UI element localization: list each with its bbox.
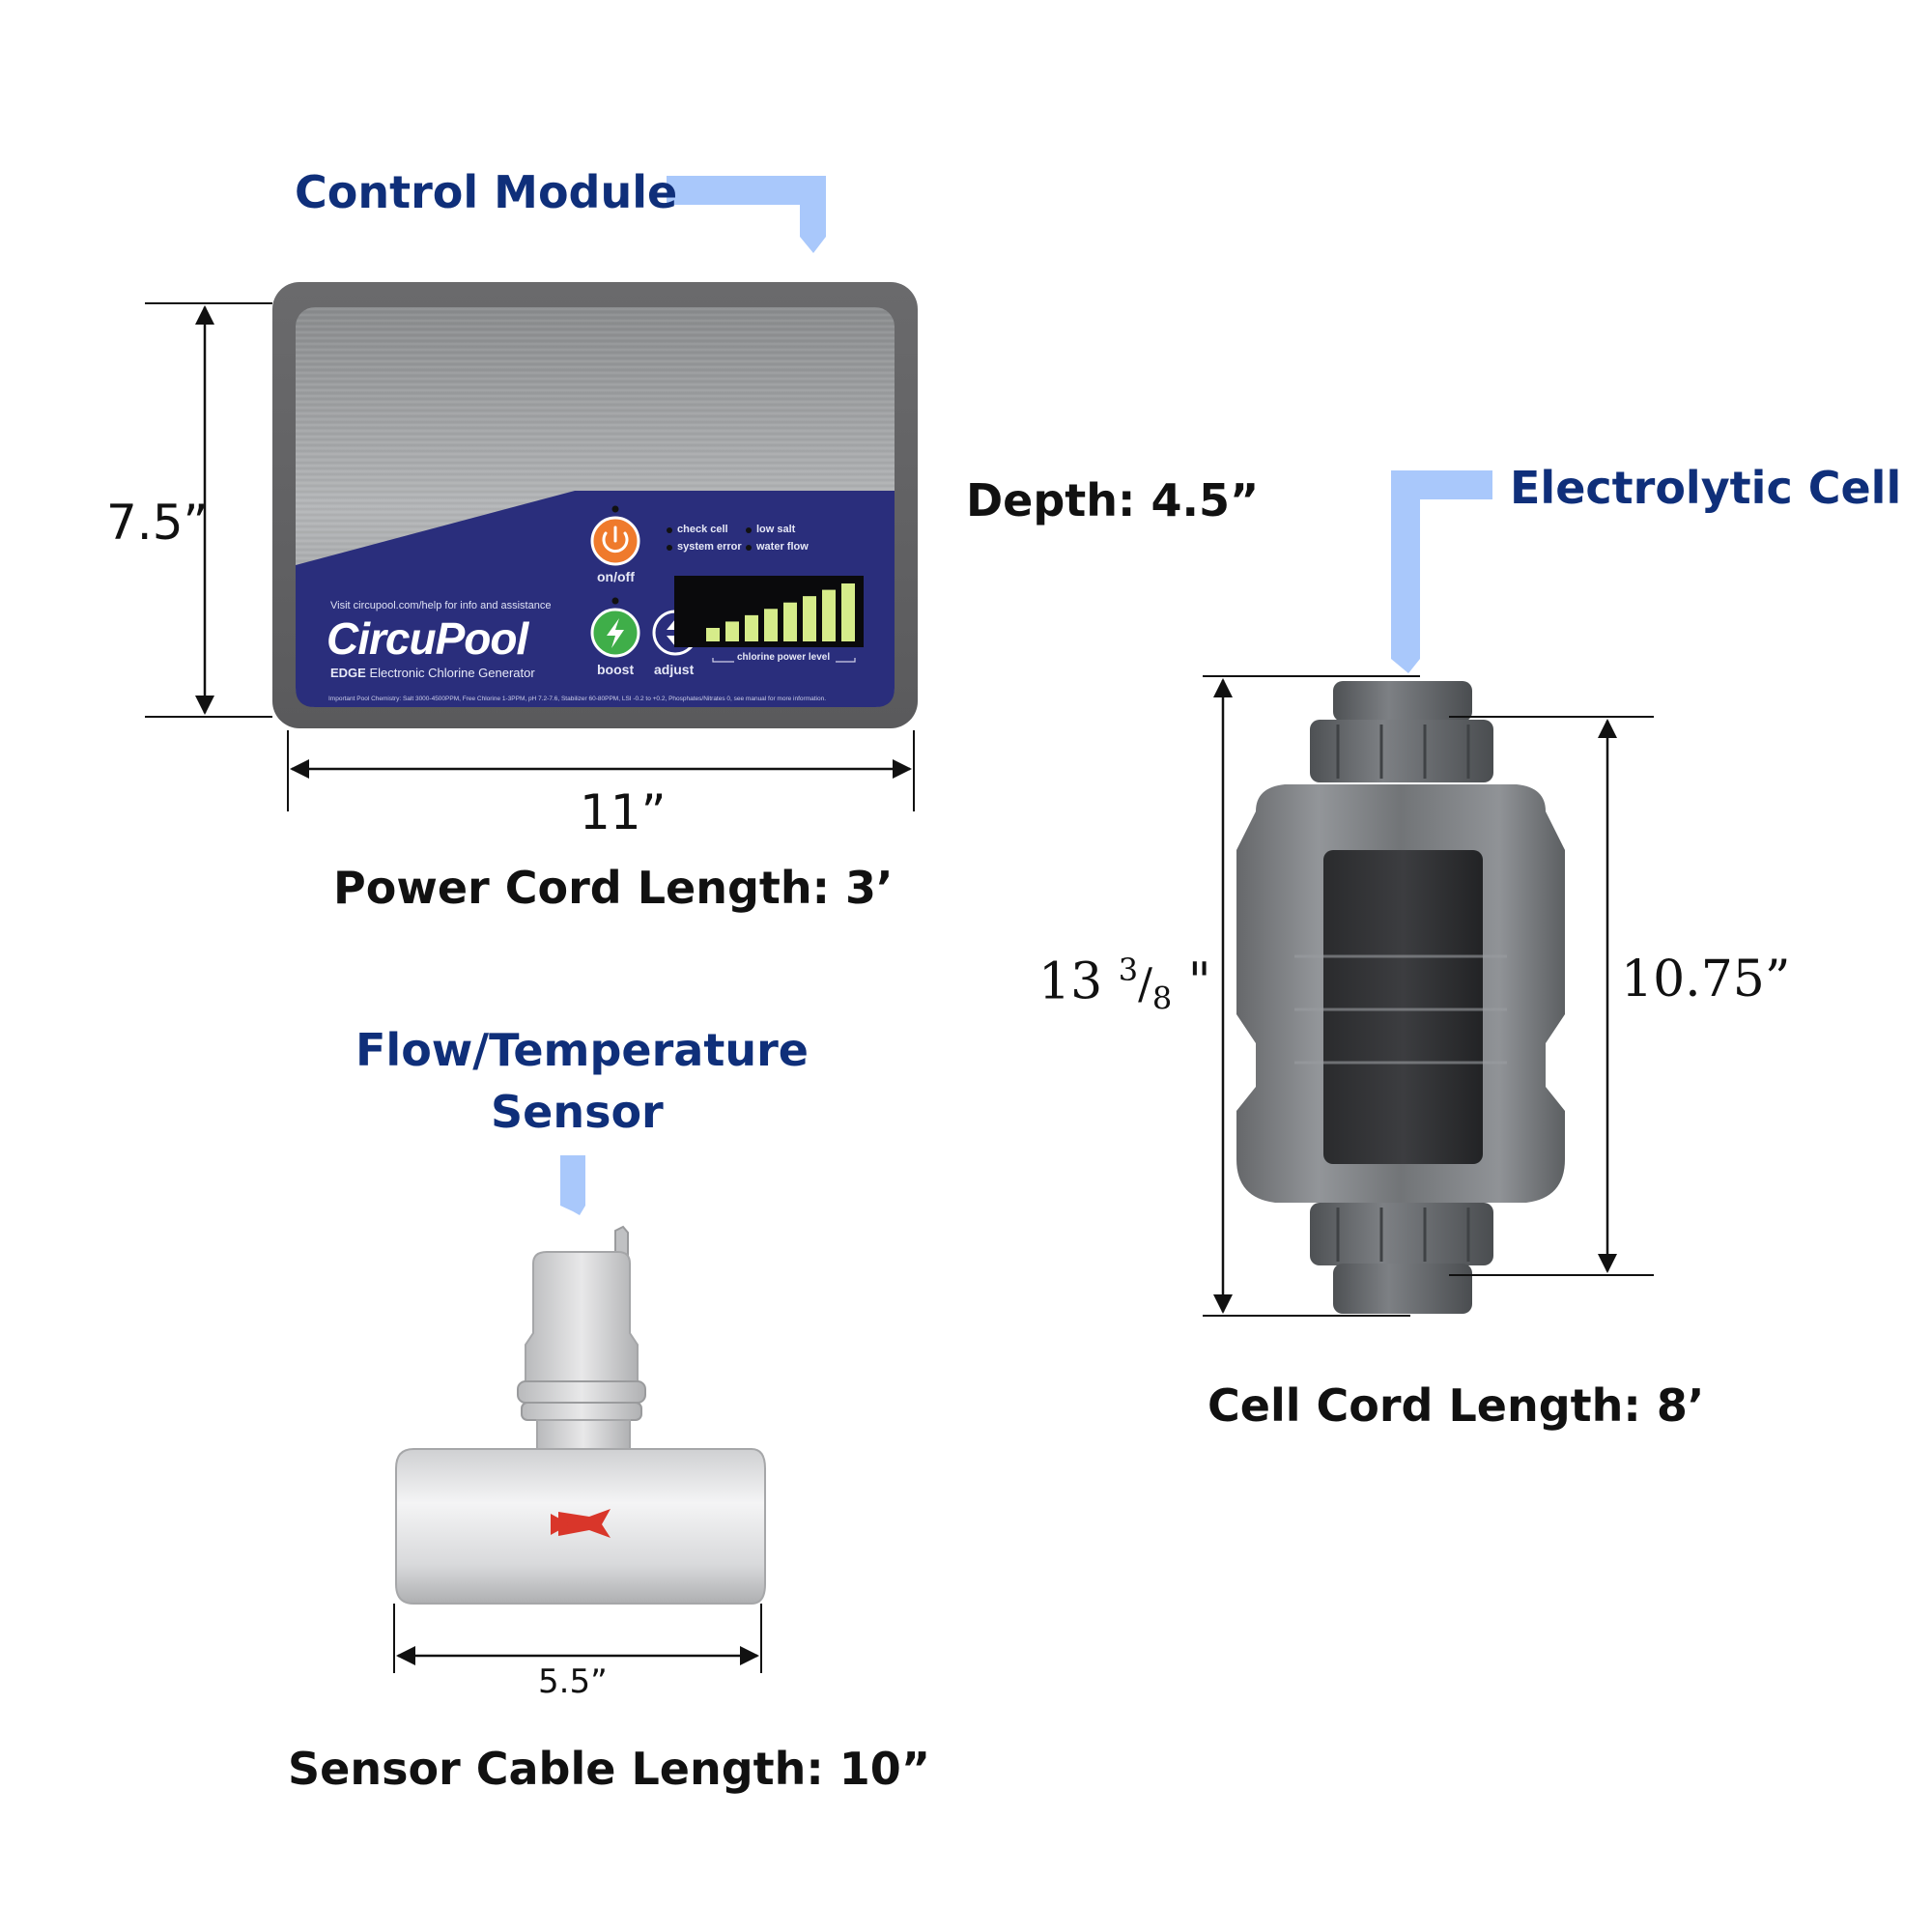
cell-total-unit: " (1187, 952, 1211, 1011)
electrolytic-cell-image (1236, 681, 1565, 1314)
flow-sensor-title-line1: Flow/Temperature (355, 1024, 809, 1076)
power-level-bar (725, 621, 739, 641)
panel-product-name: EDGE Electronic Chlorine Generator (330, 667, 535, 679)
sensor-cable-length-label: Sensor Cable Length: 10” (288, 1743, 931, 1795)
flow-sensor-callout-arrow (560, 1155, 585, 1215)
panel-visit-text: Visit circupool.com/help for info and as… (330, 600, 552, 611)
electrolytic-cell-title: Electrolytic Cell (1510, 462, 1902, 514)
power-level-bar (841, 583, 855, 641)
boost-label: boost (597, 662, 635, 677)
power-level-bar (745, 614, 758, 641)
flow-direction-arrow-icon (558, 1509, 611, 1538)
panel-chemistry-note: Important Pool Chemistry: Salt 3000-4500… (328, 696, 827, 702)
status-check-cell: check cell (677, 524, 728, 535)
power-cord-length-label: Power Cord Length: 3’ (333, 862, 894, 914)
control-module-dimensions (145, 302, 915, 811)
power-level-bar (803, 596, 816, 641)
electrolytic-cell-dimensions (1203, 675, 1654, 1317)
flow-sensor-title-line2: Sensor (491, 1086, 664, 1138)
status-system-error: system error (677, 541, 742, 553)
cell-total-length-label: 13 3/8 " (1038, 952, 1211, 1017)
flow-sensor-width-label: 5.5” (538, 1662, 608, 1701)
cell-total-numerator: 3 (1118, 952, 1139, 988)
power-level-bar (764, 609, 778, 641)
cell-cord-length-label: Cell Cord Length: 8’ (1208, 1379, 1705, 1432)
chlorine-power-level-label: chlorine power level (737, 652, 831, 663)
control-module-title: Control Module (295, 166, 678, 218)
cell-total-whole: 13 (1038, 952, 1103, 1011)
on-off-label: on/off (597, 569, 635, 584)
flow-sensor-dimensions (393, 1604, 762, 1673)
power-level-bar (706, 628, 720, 641)
cell-inner-length-label: 10.75” (1621, 951, 1791, 1009)
depth-label: Depth: 4.5” (966, 474, 1260, 526)
panel-product-rest: Electronic Chlorine Generator (365, 666, 535, 680)
status-low-salt: low salt (756, 524, 796, 535)
power-level-bars (706, 583, 855, 641)
adjust-label: adjust (654, 662, 695, 677)
control-module-width-label: 11” (580, 784, 667, 840)
panel-product-strong: EDGE (330, 666, 366, 680)
power-level-bar (783, 602, 797, 641)
cell-total-denominator: 8 (1151, 980, 1173, 1017)
control-module-callout-arrow (667, 176, 826, 253)
control-module-image (272, 282, 918, 728)
circupool-brand-logo: CircuPool (327, 613, 528, 664)
control-module-height-label: 7.5” (106, 495, 209, 551)
electrolytic-cell-callout-arrow (1391, 470, 1492, 673)
flow-sensor-image (395, 1225, 766, 1605)
power-level-bar (822, 589, 836, 641)
status-water-flow: water flow (756, 541, 809, 553)
